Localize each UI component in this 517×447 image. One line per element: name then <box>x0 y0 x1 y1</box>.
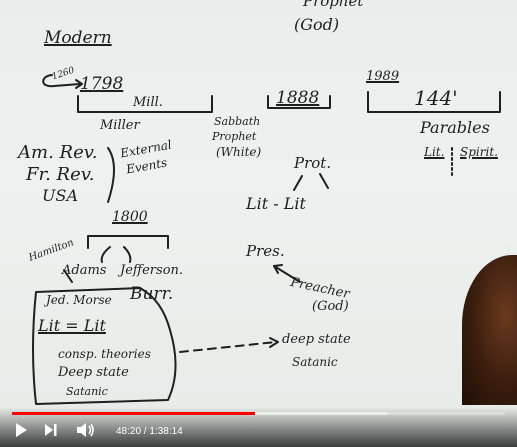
note-miller: Miller <box>100 118 140 133</box>
note-deep-state2: deep state <box>282 332 351 347</box>
next-icon-svg <box>45 424 57 436</box>
note-jefferson: Jefferson. <box>120 263 184 278</box>
play-icon[interactable] <box>14 422 28 442</box>
note-jed-morse: Jed. Morse <box>46 293 112 307</box>
note-god2: (God) <box>312 299 349 314</box>
note-1798: 1798 <box>80 74 124 94</box>
note-prophet: Prophet <box>303 0 364 10</box>
note-usa: USA <box>42 186 78 205</box>
volume-icon-svg <box>77 423 94 437</box>
note-satanic: Satanic <box>66 385 108 398</box>
note-satanic2: Satanic <box>292 355 338 369</box>
note-adams: Adams <box>62 263 107 278</box>
note-lit-eq: Lit = Lit <box>38 316 106 335</box>
note-parables: Parables <box>420 118 490 137</box>
note-consp: consp. theories <box>58 347 151 361</box>
note-prophet2: Prophet <box>212 130 257 143</box>
note-1989: 1989 <box>366 69 400 84</box>
note-pres: Pres. <box>246 242 285 260</box>
note-prot: Prot. <box>294 154 332 172</box>
note-white: (White) <box>216 145 262 159</box>
note-am-rev: Am. Rev. <box>18 142 98 163</box>
next-icon[interactable] <box>44 422 58 442</box>
note-fr-rev: Fr. Rev. <box>26 164 95 185</box>
note-lit-lit: Lit - Lit <box>246 194 306 213</box>
progress-fill <box>12 412 255 415</box>
player-controls: 48:20 / 1:38:14 <box>0 407 517 447</box>
note-sabbath: Sabbath <box>214 115 261 128</box>
note-1888: 1888 <box>276 88 320 108</box>
volume-icon[interactable] <box>76 422 96 442</box>
time-display: 48:20 / 1:38:14 <box>116 426 183 437</box>
progress-bar[interactable] <box>12 412 505 415</box>
note-144: 144' <box>414 86 458 110</box>
note-lit: Lit. <box>424 145 445 159</box>
note-mill: Mill. <box>133 95 163 110</box>
note-deep-state: Deep state <box>58 365 129 380</box>
note-1800: 1800 <box>112 209 148 225</box>
note-modern: Modern <box>44 28 112 48</box>
note-burr: Burr. <box>130 284 174 304</box>
play-icon-svg <box>16 423 27 437</box>
note-god: (God) <box>294 15 340 34</box>
note-spirit: Spirit. <box>460 145 498 159</box>
